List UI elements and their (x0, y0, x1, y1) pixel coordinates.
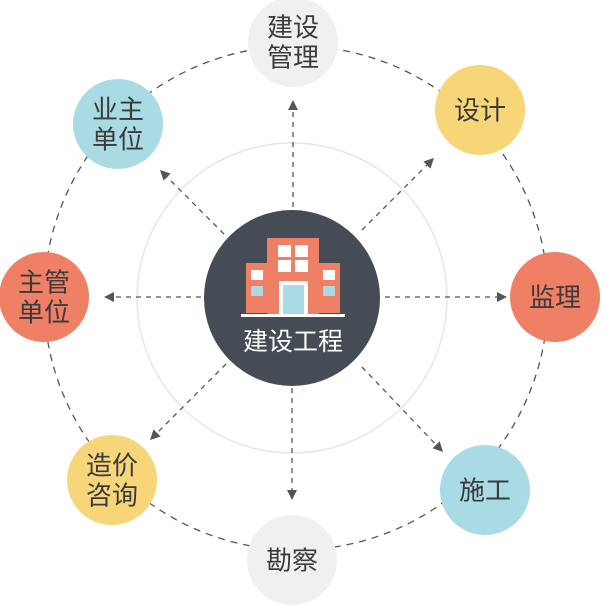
arrow-head-construction (432, 441, 443, 452)
node-circle-management (248, 0, 338, 87)
arrow-line-consulting (156, 363, 227, 434)
node-supervision: 监理 (510, 252, 600, 342)
arrow-head-supervision (497, 292, 507, 302)
arrow-line-design (361, 164, 428, 231)
arrow-group (104, 100, 507, 500)
arrow-head-consulting (150, 429, 161, 440)
node-label-owner-1: 单位 (92, 125, 144, 155)
window-left-1 (251, 270, 263, 280)
node-construction: 施工 (440, 445, 530, 535)
node-label-construction-0: 施工 (459, 476, 511, 506)
node-label-authority-1: 单位 (18, 298, 70, 328)
tower-window-4 (295, 260, 308, 272)
node-circle-supervision (510, 252, 600, 342)
node-label-consulting-0: 造价 (86, 451, 138, 481)
node-design: 设计 (435, 65, 525, 155)
node-circle-survey (247, 515, 337, 605)
building-icon (241, 238, 345, 317)
window-right-1 (323, 270, 335, 280)
arrow-line-construction (361, 366, 437, 446)
tower-door (283, 285, 304, 314)
arrow-head-survey (287, 490, 297, 500)
center-hub: 建设工程 (204, 210, 380, 386)
node-label-authority-0: 主管 (18, 268, 70, 298)
node-circle-design (435, 65, 525, 155)
node-label-design-0: 设计 (454, 96, 506, 126)
arrow-head-authority (104, 292, 114, 302)
node-label-consulting-1: 咨询 (86, 481, 138, 511)
node-label-survey-0: 勘察 (266, 546, 318, 576)
arrow-head-design (423, 158, 434, 169)
center-label: 建设工程 (243, 327, 343, 356)
node-circle-construction (440, 445, 530, 535)
node-label-management-1: 管理 (267, 43, 319, 73)
window-right-2 (323, 286, 335, 296)
node-circle-consulting (67, 435, 157, 525)
arrow-head-owner (160, 170, 171, 181)
node-circle-owner (73, 79, 163, 169)
tower-window-3 (278, 260, 291, 272)
tower-window-1 (278, 245, 291, 257)
node-label-supervision-0: 监理 (529, 283, 581, 313)
node-label-owner-0: 业主 (92, 95, 144, 125)
arrow-head-management (288, 100, 298, 110)
node-circle-authority (0, 252, 89, 342)
tower-window-2 (295, 245, 308, 257)
building-base (241, 314, 345, 317)
window-left-2 (251, 286, 263, 296)
arrow-line-owner (166, 176, 225, 235)
node-label-management-0: 建设 (267, 13, 319, 43)
node-survey: 勘察 (247, 515, 337, 605)
